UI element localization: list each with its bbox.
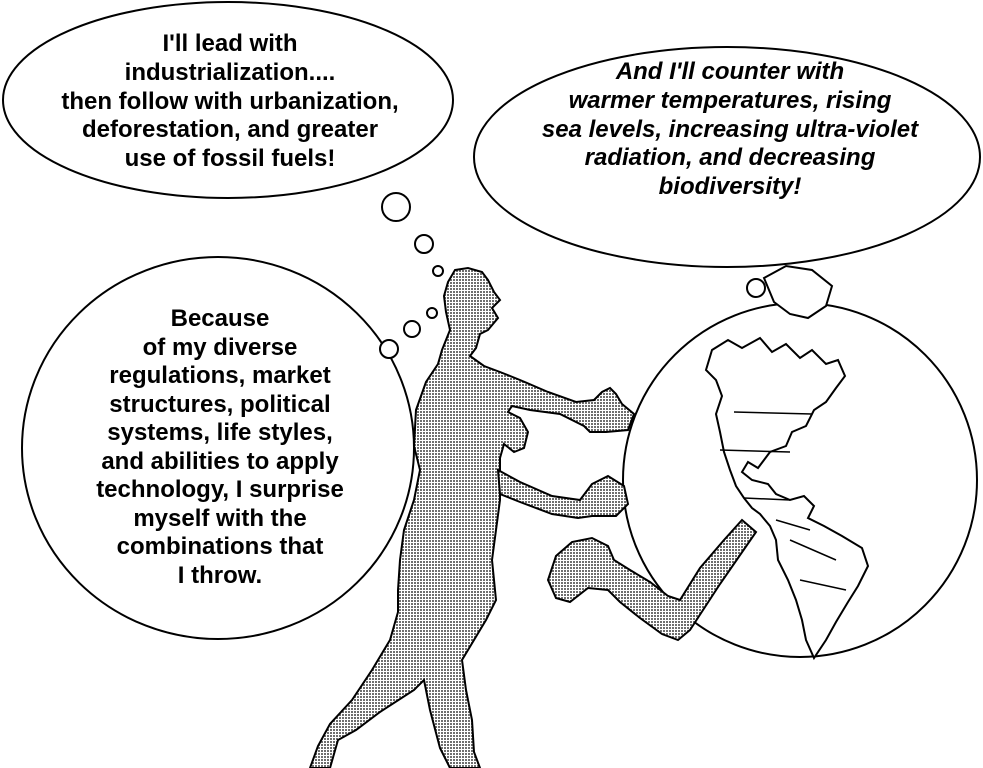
bubble-text-human-diversity: Because of my diverse regulations, marke… xyxy=(30,305,410,590)
human-figure xyxy=(308,266,636,768)
bubble-text-human-leads: I'll lead with industrialization.... the… xyxy=(0,30,460,174)
bubble-line: structures, political xyxy=(109,390,331,418)
bubble-line: And I'll counter with xyxy=(615,58,845,85)
earth-arm xyxy=(546,518,758,642)
bubble-line: combinations that xyxy=(116,533,324,561)
thought-bubble-top-right xyxy=(473,46,981,268)
bubble-line: use of fossil fuels! xyxy=(124,145,336,173)
bubble-line: and abilities to apply xyxy=(101,447,339,475)
bubble-line: warmer temperatures, rising xyxy=(568,86,892,114)
bubble-line: sea levels, increasing ultra-violet xyxy=(541,115,919,143)
bubble-line: biodiversity! xyxy=(658,173,802,201)
bubble-line: industrialization.... xyxy=(124,58,336,86)
americas-outline xyxy=(704,336,870,661)
bubble-line: I'll lead with xyxy=(162,30,298,57)
bubble-line: deforestation, and greater xyxy=(81,116,379,144)
human-lower-arm xyxy=(496,468,630,520)
borders-lines xyxy=(719,411,847,591)
bubble-line: Because xyxy=(170,305,270,332)
bubble-line: of my diverse xyxy=(142,333,298,361)
bubble-line: myself with the xyxy=(133,504,307,532)
bubble-line: radiation, and decreasing xyxy=(584,144,876,172)
bubble-line: I throw. xyxy=(177,561,263,589)
thought-bubble-top-left xyxy=(2,1,454,199)
bubble-line: systems, life styles, xyxy=(107,419,333,447)
bubble-line: then follow with urbanization, xyxy=(61,87,399,115)
thought-trail-human-top xyxy=(381,192,444,277)
bubble-line: regulations, market xyxy=(109,362,331,390)
thought-trail-human-left xyxy=(379,307,438,359)
bubble-line: technology, I surprise xyxy=(96,476,344,504)
bubble-text-earth-counters: And I'll counter with warmer temperature… xyxy=(470,58,983,202)
greenland-outline xyxy=(762,264,834,320)
